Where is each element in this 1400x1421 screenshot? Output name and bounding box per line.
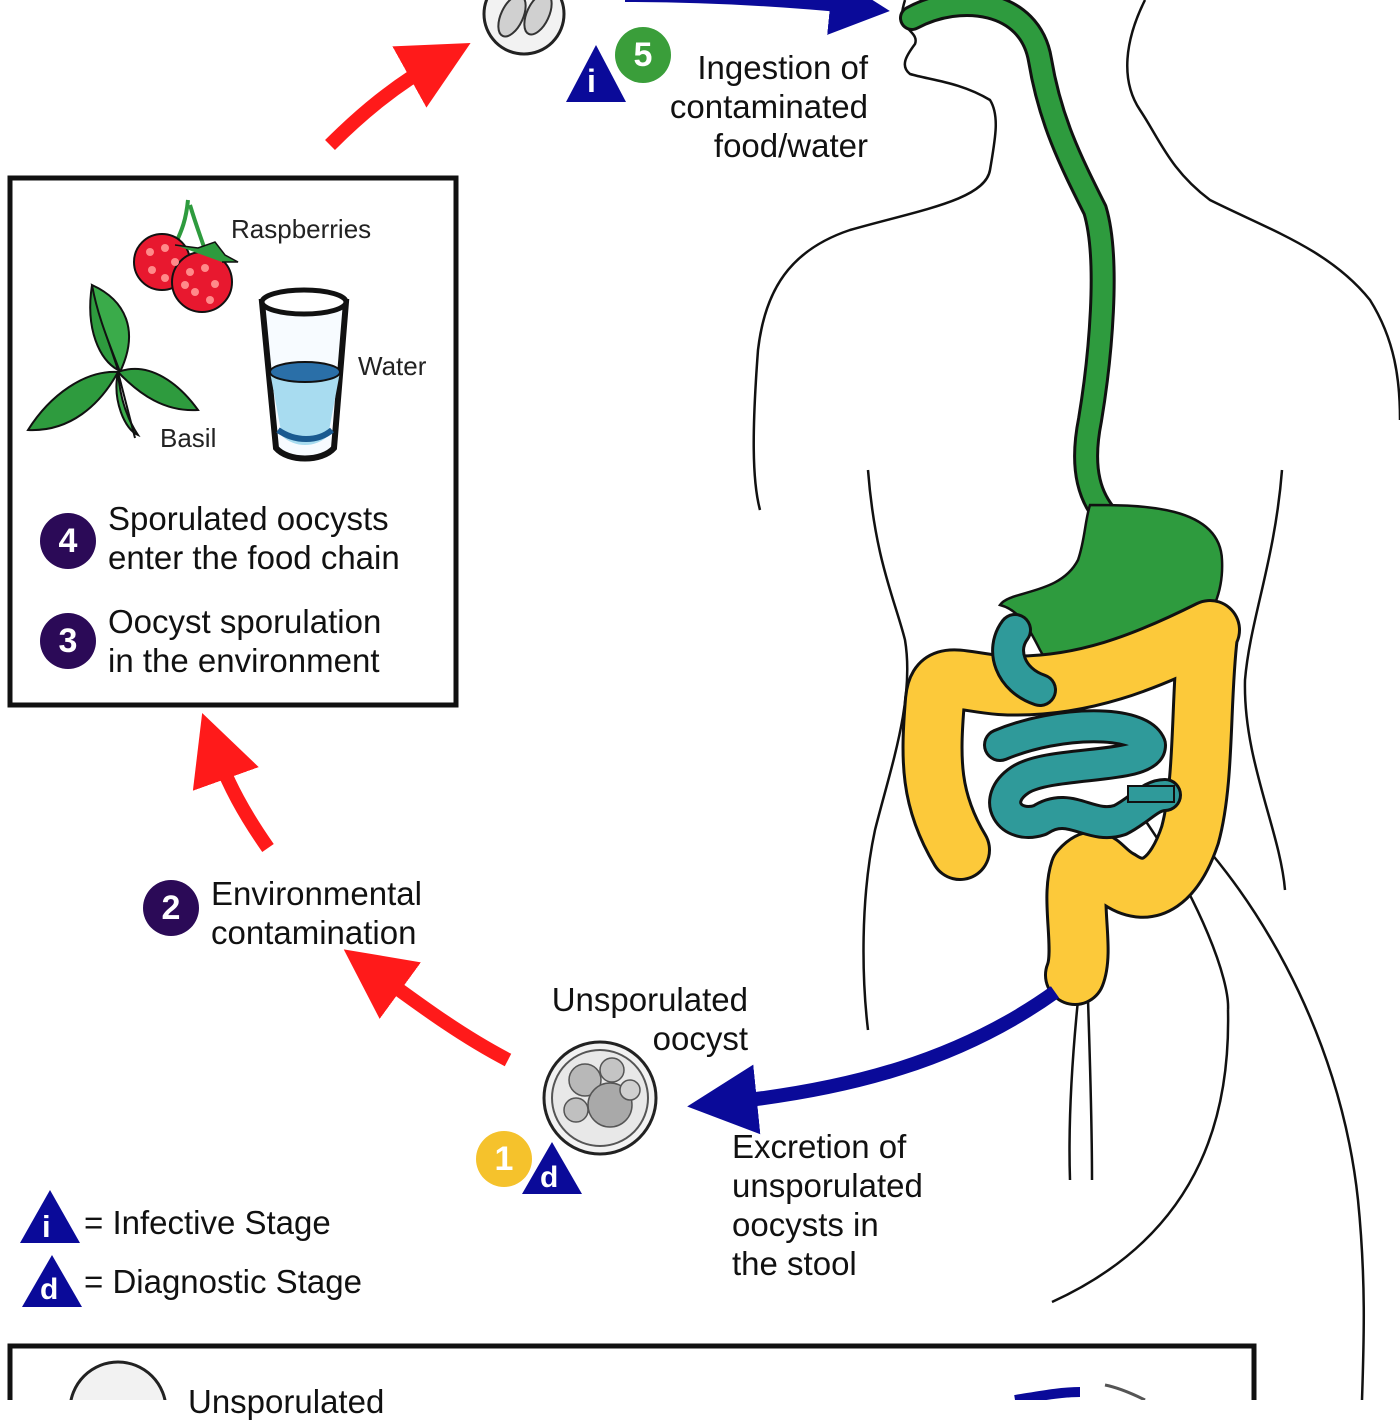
stage-4-line-1: Sporulated oocysts: [108, 500, 389, 537]
food-chain-box: [7, 175, 459, 708]
stage-5-line-1: Ingestion of: [697, 49, 868, 86]
unsporulated-oocyst: [542, 1040, 658, 1156]
stage-2-badge: 2: [143, 880, 199, 936]
stage-4-badge: 4: [40, 513, 96, 569]
stage-5-line-3: food/water: [713, 127, 868, 164]
stage-3-line-2: in the environment: [108, 642, 380, 679]
bottom-panel-oocyst: [69, 1360, 167, 1400]
stage-5-text: Ingestion of contaminated food/water: [560, 48, 868, 165]
stage-1-title: Unsporulated oocyst: [480, 980, 748, 1058]
marker-triangles: [20, 45, 626, 1307]
stage-3-line-1: Oocyst sporulation: [108, 603, 382, 640]
stage-1-badge: 1: [476, 1131, 532, 1187]
excretion-line-3: oocysts in: [732, 1206, 879, 1243]
digestive-tract: [899, 0, 1241, 1006]
stage-2-text: Environmental contamination: [211, 874, 422, 952]
excretion-line-1: Excretion of: [732, 1128, 907, 1165]
bottom-panel-partial-label: Unsporulated: [188, 1383, 385, 1420]
legend-infective-letter: i: [42, 1209, 51, 1244]
bottom-panel-frame: [7, 1343, 1257, 1400]
legend-diagnostic-letter: d: [40, 1273, 59, 1306]
raspberries-label: Raspberries: [231, 214, 372, 244]
basil-label: Basil: [160, 423, 217, 453]
arrow-4-to-5: [325, 42, 471, 150]
stage-5-badge: 5: [615, 27, 671, 83]
stage-5-line-2: contaminated: [669, 88, 868, 125]
stage-1-title-line-1: Unsporulated: [551, 981, 748, 1018]
bottom-panel-partial-arrow: [1104, 1383, 1146, 1400]
arrow-1-to-2: [343, 949, 512, 1067]
raspberries-illustration: [133, 199, 239, 313]
legend-infective-triangle: [20, 1190, 80, 1243]
legend-infective-text: = Infective Stage: [84, 1204, 331, 1241]
arrow-2-to-3: [192, 713, 274, 853]
arrow-bottom-panel: [1014, 1387, 1081, 1400]
stage-5-infective-triangle: [566, 45, 626, 102]
stage-1-diagnostic-triangle: [522, 1142, 582, 1194]
stage-2-line-1: Environmental: [211, 875, 422, 912]
stage-3-text: Oocyst sporulation in the environment: [108, 602, 381, 680]
basil-illustration: [26, 283, 200, 439]
stage-4-line-2: enter the food chain: [108, 539, 400, 576]
arrow-excretion: [687, 986, 1060, 1135]
water-glass-illustration: [258, 287, 350, 462]
stage-3-badge: 3: [40, 613, 96, 669]
excretion-text: Excretion of unsporulated oocysts in the…: [732, 1127, 923, 1283]
stage-4-text: Sporulated oocysts enter the food chain: [108, 499, 400, 577]
legend-diagnostic-triangle: [22, 1255, 82, 1307]
stage-1-title-line-2: oocyst: [652, 1020, 748, 1057]
lifecycle-arrows: [192, 0, 1081, 1400]
sporulated-oocyst: [482, 0, 566, 56]
excretion-line-2: unsporulated: [732, 1167, 923, 1204]
arrow-ingestion: [624, 0, 890, 35]
excretion-line-4: the stool: [732, 1245, 857, 1282]
human-body-outline: [752, 0, 1400, 1400]
legend-diagnostic-text: = Diagnostic Stage: [84, 1263, 362, 1300]
water-label: Water: [358, 351, 427, 381]
stage-2-line-2: contamination: [211, 914, 417, 951]
stage-5-marker-letter: i: [587, 63, 596, 99]
stage-1-marker-letter: d: [540, 1161, 559, 1194]
